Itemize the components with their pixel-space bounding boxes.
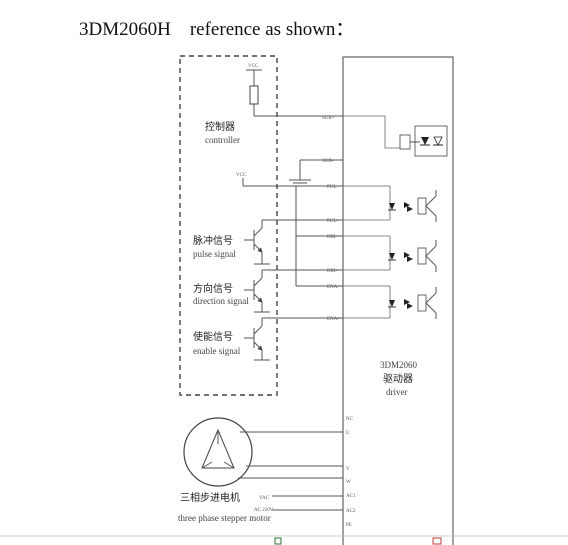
pulse-transistor: [244, 220, 270, 265]
heading-model: 3DM2060H: [79, 19, 171, 40]
pin-ac1: AC1: [346, 494, 356, 499]
resistor: [249, 85, 259, 105]
direction-signal-en: direction signal: [193, 296, 249, 306]
direction-transistor: [244, 270, 270, 313]
ground-symbol: [289, 160, 311, 184]
motor-label-en: three phase stepper motor: [178, 513, 271, 523]
pin-dir-plus: DIR+: [327, 235, 339, 240]
motor-label-cn: 三相步进电机: [180, 491, 240, 504]
pin-ac2: AC2: [346, 509, 356, 514]
pin-nc: NC: [346, 417, 354, 422]
controller-label-cn: 控制器: [205, 120, 235, 133]
pin-sub-minus: SUB-: [322, 159, 334, 164]
pin-pul-plus: PUL+: [327, 185, 339, 190]
vcc-supply: VCC: [246, 64, 262, 116]
driver-label-cn: 驱动器: [383, 373, 413, 385]
ena-optocoupler: [343, 285, 437, 319]
pin-pe: PE: [346, 523, 352, 528]
driver-box: [342, 56, 454, 545]
enable-signal-en: enable signal: [193, 346, 241, 356]
sub-optocoupler: [343, 115, 448, 157]
controller-box: [179, 55, 278, 396]
pin-ena-plus: ENA+: [327, 285, 340, 290]
bottom-marker-green: [274, 537, 282, 545]
heading-caption: reference as shown：: [189, 19, 355, 40]
supply-top-label: VCC: [248, 64, 259, 69]
driver-model: 3DM2060: [380, 360, 418, 370]
pin-pul-minus: PUL-: [327, 219, 338, 224]
pin-w: W: [346, 480, 351, 485]
pin-sub-plus: SUB+: [322, 116, 335, 121]
vac-range: AC 220V: [254, 508, 274, 513]
driver-label-en: driver: [386, 387, 408, 397]
controller-label-en: controller: [205, 135, 240, 145]
pulse-signal-cn: 脉冲信号: [193, 234, 233, 247]
pulse-signal-en: pulse signal: [193, 249, 236, 259]
direction-signal-cn: 方向信号: [193, 282, 233, 295]
enable-transistor: [244, 318, 270, 361]
vac-label: VAC: [259, 496, 270, 501]
bottom-marker-red: [432, 537, 442, 545]
pin-v: V: [346, 467, 350, 472]
page-heading: 3DM2060H reference as shown：: [79, 14, 354, 41]
vcc-label: VCC: [236, 173, 247, 178]
dir-optocoupler: [343, 235, 437, 272]
pin-dir-minus: DIR-: [327, 269, 338, 274]
pul-optocoupler: [343, 185, 437, 222]
enable-signal-cn: 使能信号: [193, 330, 233, 343]
stepper-motor: [183, 417, 343, 487]
pin-ena-minus: ENA-: [327, 317, 339, 322]
pin-u: U: [346, 431, 350, 436]
